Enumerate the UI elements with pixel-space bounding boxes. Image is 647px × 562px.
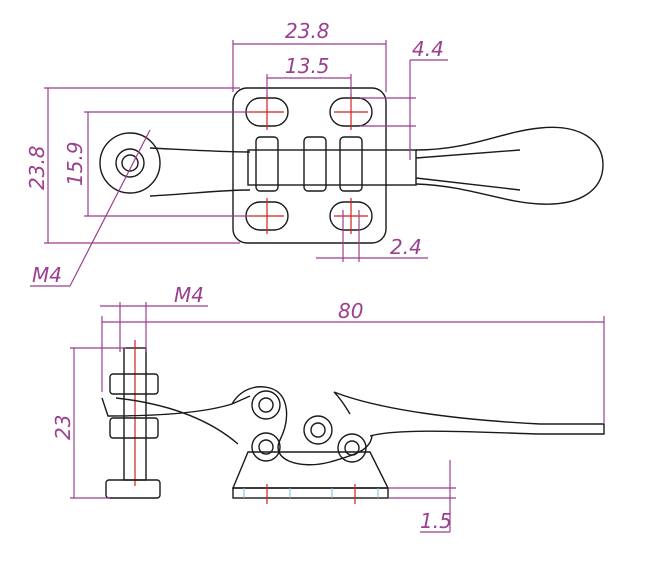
dim-height: 23.8 (25, 87, 240, 244)
dim-hole-spacing: 13.5 (266, 54, 352, 98)
pivot-outer (337, 433, 367, 463)
dim-width: 23.8 (232, 19, 387, 92)
thread-label-top: M4 (32, 263, 62, 287)
pivot-pin (255, 136, 279, 192)
dim-thread-side: M4 (100, 283, 208, 352)
dim-base-text: 1.5 (420, 509, 452, 533)
handle-line (415, 149, 521, 159)
arm-eye (99, 132, 161, 194)
spindle-nut (109, 417, 159, 439)
pivot-outer (303, 415, 333, 445)
arm-eye-bore (121, 154, 139, 172)
pivot-outer (251, 390, 281, 420)
side-linkage (231, 386, 373, 466)
side-handle (333, 391, 605, 437)
handle-line (415, 177, 521, 191)
dim-hole-vertical-text: 15.9 (63, 141, 87, 186)
slot-centerlines (250, 94, 368, 234)
dim-offset-text: 4.4 (412, 37, 444, 61)
arm-eye-inner (115, 148, 145, 178)
dim-length: 80 (101, 299, 605, 424)
spindle-pad (105, 479, 161, 499)
dim-hole-vertical: 15.9 (63, 111, 250, 217)
pivot-pin (303, 136, 327, 192)
dim-width-text: 23.8 (285, 19, 330, 43)
pivot-inner (310, 422, 326, 438)
dim-length-text: 80 (338, 299, 363, 323)
pivot-outer (251, 432, 281, 462)
base-hatch (243, 488, 379, 498)
pivot-inner (344, 440, 360, 456)
pivot-inner (258, 439, 274, 455)
handle (415, 126, 604, 205)
thread-label-side: M4 (174, 283, 204, 307)
dim-slot: 2.4 (316, 210, 428, 262)
pivot-pin (339, 136, 363, 192)
pivot-inner (258, 397, 274, 413)
side-view: M4 80 23 1.5 (51, 283, 605, 533)
side-base-plate (232, 487, 389, 499)
spindle-nut (109, 373, 159, 395)
dim-height-text: 23.8 (25, 145, 49, 190)
link-bar (247, 149, 417, 186)
top-view: 23.8 13.5 4.4 23.8 15.9 (25, 19, 604, 287)
dim-offset: 4.4 (360, 37, 448, 160)
dim-base: 1.5 (388, 460, 456, 533)
side-clamp-arm (101, 395, 251, 445)
dim-height-side: 23 (51, 347, 126, 499)
leader-thread-top: M4 (30, 129, 151, 287)
dim-slot-text: 2.4 (390, 235, 422, 259)
clamp-arm (149, 147, 251, 197)
dim-height-side-text: 23 (51, 415, 75, 440)
base-plate (232, 87, 387, 244)
dim-hole-spacing-text: 13.5 (285, 54, 330, 78)
